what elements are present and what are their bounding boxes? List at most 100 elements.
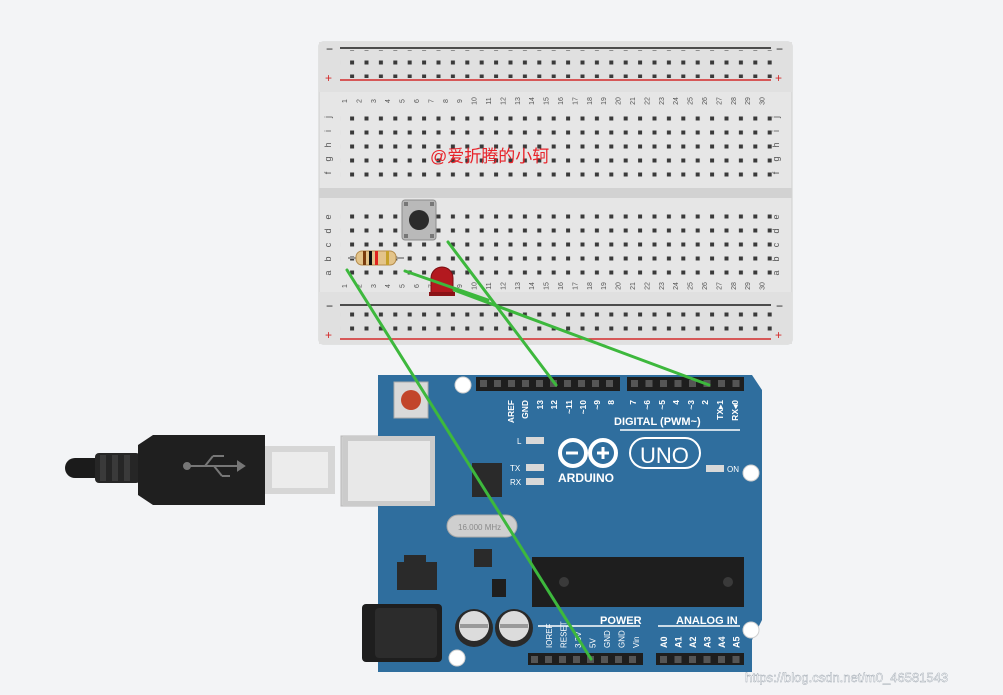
model-text: UNO [640,443,689,468]
breadboard-column-label: 17 [572,97,579,105]
digital-pin-label: ~5 [657,400,667,410]
breadboard-column-label: 28 [731,97,738,105]
led-rx-label: RX [510,478,522,487]
rail-holes-top [340,50,772,78]
wire-5v[interactable] [345,268,593,661]
breadboard-column-label: 12 [500,97,507,105]
breadboard-row-label: h [323,142,333,147]
breadboard-column-label: 8 [443,99,450,103]
breadboard-column-label: 2 [356,99,363,103]
rail-minus-top-left: − [326,42,333,56]
breadboard-column-label: 16 [558,97,565,105]
analog-pin-label: A3 [703,636,713,648]
led-tx-label: TX [510,464,521,473]
resistor[interactable] [348,250,404,266]
breadboard-row-label: h [771,142,781,147]
breadboard-column-label: 20 [616,97,623,105]
rail-plus-bottom-right: + [775,328,782,342]
digital-pin-label: RX◂0 [730,400,740,421]
breadboard-column-label: 29 [745,97,752,105]
crystal-label: 16.000 MHz [458,523,501,532]
breadboard-column-label: 27 [716,97,723,105]
rail-plus-top-right: + [775,71,782,85]
breadboard-column-label: 25 [688,282,695,290]
pushbutton[interactable] [401,199,437,241]
breadboard-column-label: 30 [760,97,767,105]
breadboard-labels: 1122334455667788991010111112121313141415… [323,97,781,290]
breadboard-column-label: 11 [486,282,493,289]
digital-pin-label: ~6 [642,400,652,410]
digital-pin-label: 4 [671,400,681,405]
digital-pin-label: ~9 [592,400,602,410]
wire-led-button[interactable] [403,269,490,302]
analog-pin-label: A0 [659,636,669,648]
breadboard-column-label: 11 [486,97,493,104]
breadboard-row-label: a [771,270,781,275]
breadboard-column-label: 3 [371,284,378,288]
breadboard-column-label: 30 [760,282,767,290]
rail-minus-bottom-left: − [326,299,333,313]
breadboard-column-label: 21 [630,97,637,105]
breadboard-column-label: 18 [587,282,594,290]
breadboard-column-label: 18 [587,97,594,105]
capacitor-left [455,609,493,647]
rail-plus-top-left: + [325,71,332,85]
small-component [492,579,506,597]
analog-label: ANALOG IN [676,615,738,627]
breadboard-row-label: c [771,242,781,247]
breadboard-column-label: 13 [515,97,522,105]
power-header [528,653,643,665]
breadboard-column-label: 6 [414,99,421,103]
power-pin-label: IOREF [545,623,554,648]
wire-pin2[interactable] [452,288,711,387]
digital-pin-label: 7 [628,400,638,405]
breadboard-row-label: e [771,214,781,219]
breadboard-column-label: 14 [529,97,536,105]
analog-pin-label: A5 [732,636,742,648]
breadboard-column-label: 23 [659,97,666,105]
rail-minus-bottom-right: − [776,299,783,313]
breadboard-column-label: 4 [385,284,392,288]
rail-minus-top-right: − [776,42,783,56]
reset-button[interactable] [393,381,429,419]
breadboard-column-label: 14 [529,282,536,290]
breadboard-column-label: 24 [673,282,680,290]
breadboard-column-label: 17 [572,282,579,290]
rail-holes-bottom [340,307,772,335]
rail-plus-bottom-left: + [325,328,332,342]
watermark: https://blog.csdn.net/m0_46581543 [745,670,948,685]
breadboard-row-label: c [323,242,333,247]
digital-label: DIGITAL (PWM~) [614,416,701,428]
breadboard-column-label: 13 [515,282,522,290]
breadboard-column-label: 22 [644,282,651,290]
digital-pin-label: ~10 [578,400,588,415]
breadboard-column-label: 3 [371,99,378,103]
breadboard-row-label: f [771,171,781,174]
breadboard-row-label: d [323,228,333,233]
breadboard-column-label: 19 [601,97,608,105]
digital-pin-label: 8 [606,400,616,405]
breadboard-row-label: g [771,156,781,161]
digital-pin-label: ~11 [564,400,574,414]
breadboard-column-label: 27 [716,282,723,290]
breadboard-column-label: 26 [702,97,709,105]
breadboard-column-label: 10 [472,282,479,290]
breadboard-column-label: 9 [457,99,464,103]
wire-pin12[interactable] [446,240,558,387]
breadboard-column-label: 25 [688,97,695,105]
crystal [446,514,518,538]
led-tx [526,464,544,471]
breadboard-row-label: j [323,116,333,119]
breadboard-row-label: d [771,228,781,233]
power-pin-label: 5V [589,638,598,648]
power-jack [362,604,442,662]
led-on [706,465,724,472]
breadboard-row-label: j [771,116,781,119]
breadboard-row-label: e [323,214,333,219]
led-l [526,437,544,444]
brand-text: ARDUINO [558,471,614,485]
led-l-label: L [517,437,522,446]
